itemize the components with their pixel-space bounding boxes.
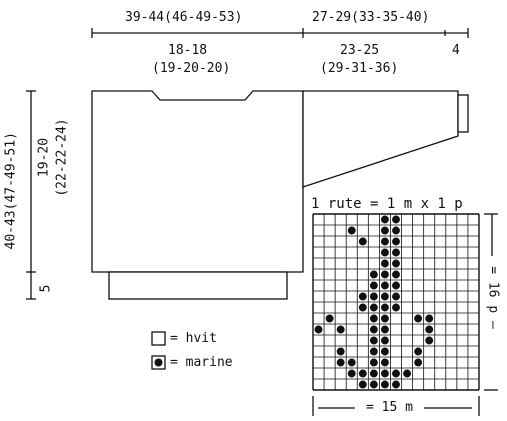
chart-navy-stitch [392, 226, 400, 235]
chart-scale-label: 1 rute = 1 m x 1 p [311, 196, 463, 212]
chart-navy-stitch [380, 270, 389, 279]
chart-navy-stitch [358, 380, 367, 389]
legend-navy-dot [154, 358, 163, 367]
chart-navy-stitch [369, 314, 378, 323]
chart-navy-stitch [380, 314, 389, 323]
chart-navy-stitch [369, 325, 378, 334]
chart-navy-stitch [358, 292, 367, 301]
chart-navy-stitch [347, 358, 356, 367]
chart-navy-stitch [325, 314, 334, 323]
chart-navy-stitch [369, 336, 378, 345]
left-dimension-line [26, 90, 36, 300]
chart-width-label: = 15 m [366, 400, 413, 415]
legend-white-swatch [151, 331, 166, 346]
chart-navy-stitch [380, 325, 389, 334]
chart-navy-stitch [369, 281, 378, 290]
body-width-label-2: (19-20-20) [152, 61, 231, 76]
motif-chart [312, 213, 480, 391]
legend-navy-label: = marine [170, 355, 233, 370]
chart-navy-stitch [369, 369, 378, 378]
top-left-width-label: 39-44(46-49-53) [125, 10, 243, 25]
chart-navy-stitch [347, 369, 356, 378]
chart-navy-stitch [380, 369, 389, 378]
chart-navy-stitch [380, 380, 389, 389]
armhole-height-label-1: 19-20 [36, 137, 52, 178]
sleeve-width-label-1: 23-25 [340, 43, 380, 58]
chart-navy-stitch [392, 259, 400, 268]
chart-navy-stitch [392, 248, 400, 257]
chart-navy-stitch [369, 347, 378, 356]
chart-navy-stitch [380, 281, 389, 290]
top-right-width-label: 27-29(33-35-40) [312, 10, 430, 25]
top-dimension-line [91, 28, 469, 38]
chart-navy-stitch [392, 215, 400, 224]
chart-navy-stitch [425, 336, 434, 345]
chart-navy-stitch [369, 358, 378, 367]
chart-navy-stitch [380, 226, 389, 235]
total-height-label: 40-43(47-49-51) [3, 132, 19, 250]
chart-navy-stitch [358, 237, 367, 246]
chart-navy-stitch [369, 270, 378, 279]
sleeve-width-label-2: (29-31-36) [320, 61, 399, 76]
chart-navy-stitch [392, 380, 400, 389]
chart-navy-stitch [392, 303, 400, 312]
chart-navy-stitch [336, 358, 345, 367]
chart-navy-stitch [414, 314, 423, 323]
chart-navy-stitch [380, 347, 389, 356]
chart-navy-stitch [380, 303, 389, 312]
chart-navy-stitch [358, 303, 367, 312]
chart-navy-stitch [425, 314, 434, 323]
chart-navy-stitch [425, 325, 434, 334]
chart-navy-stitch [392, 237, 400, 246]
chart-navy-stitch [380, 248, 389, 257]
chart-navy-stitch [358, 369, 367, 378]
body-width-label-1: 18-18 [168, 43, 208, 58]
chart-navy-stitch [369, 380, 378, 389]
armhole-height-label-2: (22-22-24) [54, 118, 70, 197]
chart-navy-stitch [336, 325, 345, 334]
chart-navy-stitch [380, 215, 389, 224]
chart-navy-stitch [380, 292, 389, 301]
rib-height-label: 5 [38, 284, 54, 293]
chart-navy-stitch [403, 369, 412, 378]
chart-navy-stitch [392, 281, 400, 290]
chart-navy-stitch [347, 226, 356, 235]
sleeve-piece [302, 90, 469, 188]
chart-height-label: = 16 p — [485, 266, 501, 329]
chart-navy-stitch [392, 369, 400, 378]
chart-navy-stitch [380, 358, 389, 367]
chart-brackets [312, 213, 498, 416]
chart-navy-stitch [336, 347, 345, 356]
chart-navy-stitch [369, 292, 378, 301]
chart-navy-stitch [380, 259, 389, 268]
body-piece [91, 90, 304, 300]
legend-white-label: = hvit [170, 331, 217, 346]
chart-navy-stitch [314, 325, 323, 334]
chart-navy-stitch [380, 336, 389, 345]
chart-navy-stitch [369, 303, 378, 312]
chart-navy-stitch [392, 270, 400, 279]
cuff-width-label: 4 [452, 43, 460, 58]
chart-navy-stitch [392, 292, 400, 301]
chart-navy-stitch [380, 237, 389, 246]
chart-navy-stitch [414, 347, 423, 356]
chart-navy-stitch [414, 358, 423, 367]
